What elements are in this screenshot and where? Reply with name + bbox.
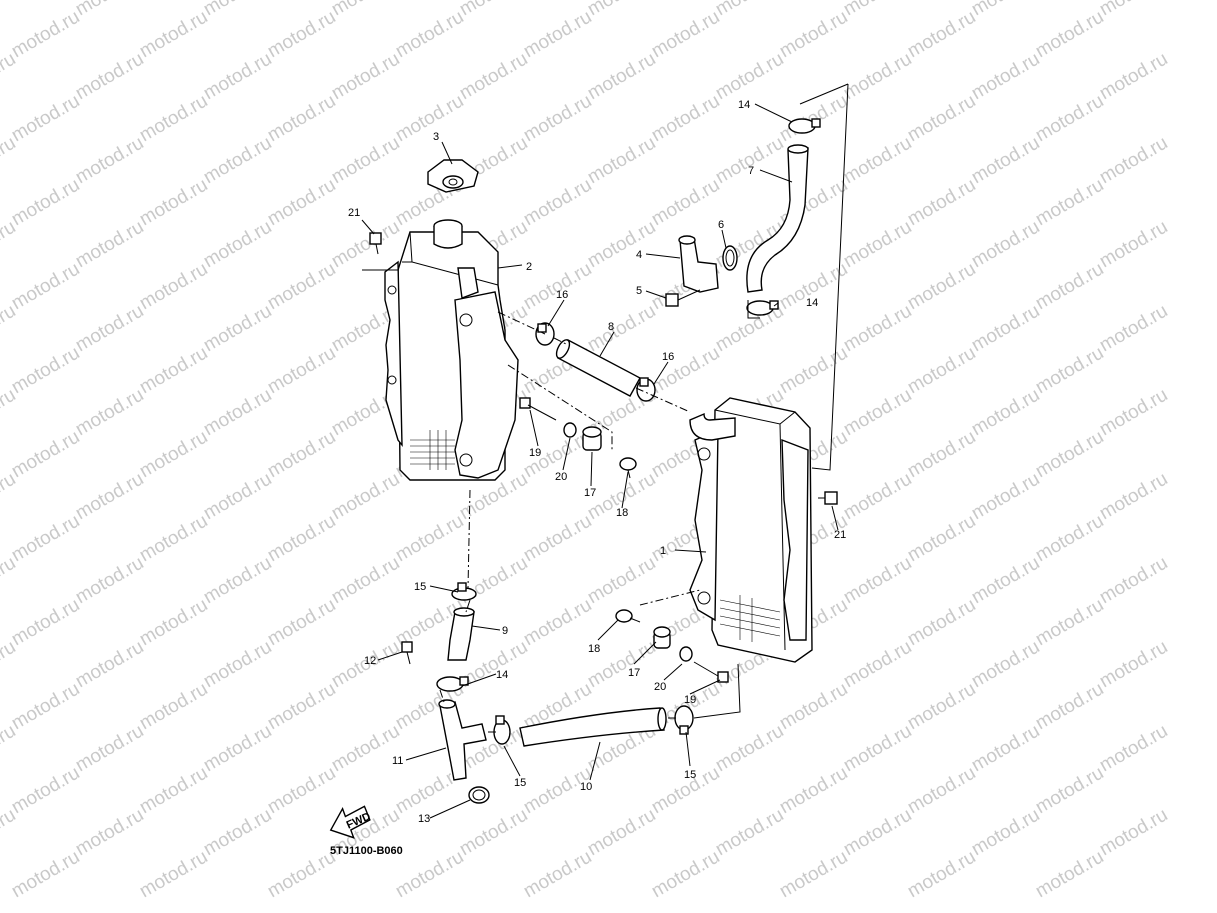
callout-8: 8 [608, 321, 614, 333]
callout-11: 11 [392, 755, 403, 767]
leader-lines [361, 103, 839, 819]
callout-2: 2 [526, 261, 532, 273]
callout-18-lower: 18 [588, 643, 600, 655]
bolt-19-upper[interactable] [519, 397, 557, 421]
callout-15-c: 15 [684, 769, 696, 781]
left-radiator[interactable] [384, 219, 519, 481]
clamp-15-a[interactable] [451, 582, 477, 601]
diagram-code: 5TJ1100-B060 [330, 845, 403, 857]
washer-20-upper[interactable] [563, 422, 577, 438]
o-ring-13[interactable] [468, 786, 490, 804]
callout-14-low: 14 [496, 669, 508, 681]
callout-17-upper: 17 [584, 487, 596, 499]
callout-17-lower: 17 [628, 667, 640, 679]
callout-15-b: 15 [514, 777, 526, 789]
t-joint-pipe[interactable] [438, 699, 487, 781]
grommet-17-lower[interactable] [653, 626, 671, 649]
callout-19-upper: 19 [529, 447, 541, 459]
fwd-label: FWD [345, 810, 373, 831]
callout-12: 12 [364, 655, 376, 667]
short-hose[interactable] [447, 607, 475, 661]
clamp-16-b[interactable] [636, 377, 656, 402]
callout-21-right: 21 [834, 529, 846, 541]
callout-13: 13 [418, 813, 430, 825]
callout-1: 1 [660, 545, 666, 557]
callout-labels: 3 21 2 16 8 16 14 7 6 4 5 14 19 20 17 18… [348, 99, 846, 825]
upper-hose[interactable] [746, 144, 809, 293]
clamp-14-low[interactable] [436, 676, 469, 692]
collar-18-upper[interactable] [619, 457, 637, 479]
bolt-21-right[interactable] [818, 491, 838, 505]
clamp-15-b[interactable] [493, 715, 511, 745]
clamp-14-mid[interactable] [746, 300, 779, 316]
straight-hose[interactable] [554, 338, 641, 397]
callout-7: 7 [748, 165, 754, 177]
bolt-12[interactable] [401, 641, 413, 665]
callout-21-left: 21 [348, 207, 360, 219]
bolt-5[interactable] [665, 289, 701, 307]
hose-fitting[interactable] [678, 235, 719, 293]
washer-20-lower[interactable] [679, 646, 693, 662]
callout-3: 3 [433, 131, 439, 143]
clamp-14-top[interactable] [788, 118, 821, 134]
bolt-21-left[interactable] [369, 232, 382, 255]
o-ring-6[interactable] [722, 245, 738, 271]
radiator-cap[interactable] [427, 159, 479, 193]
callout-16-b: 16 [662, 351, 674, 363]
right-radiator[interactable] [689, 397, 813, 663]
callout-5: 5 [636, 285, 642, 297]
callout-18-upper: 18 [616, 507, 628, 519]
callout-20-lower: 20 [654, 681, 666, 693]
lower-hose[interactable] [519, 707, 667, 747]
callout-6: 6 [718, 219, 724, 231]
callout-19-lower: 19 [684, 694, 696, 706]
clamp-15-c[interactable] [674, 705, 694, 735]
callout-10: 10 [580, 781, 592, 793]
fwd-arrow-icon: FWD [329, 805, 373, 839]
callout-15-a: 15 [414, 581, 426, 593]
assembly-lines [362, 83, 849, 733]
callout-20-upper: 20 [555, 471, 567, 483]
callout-16-a: 16 [556, 289, 568, 301]
callout-9: 9 [502, 625, 508, 637]
callout-14-mid: 14 [806, 297, 818, 309]
bolt-19-lower[interactable] [693, 661, 729, 683]
collar-18-lower[interactable] [615, 609, 641, 623]
callout-4: 4 [636, 249, 642, 261]
callout-14-top: 14 [738, 99, 750, 111]
grommet-17-upper[interactable] [582, 426, 602, 451]
